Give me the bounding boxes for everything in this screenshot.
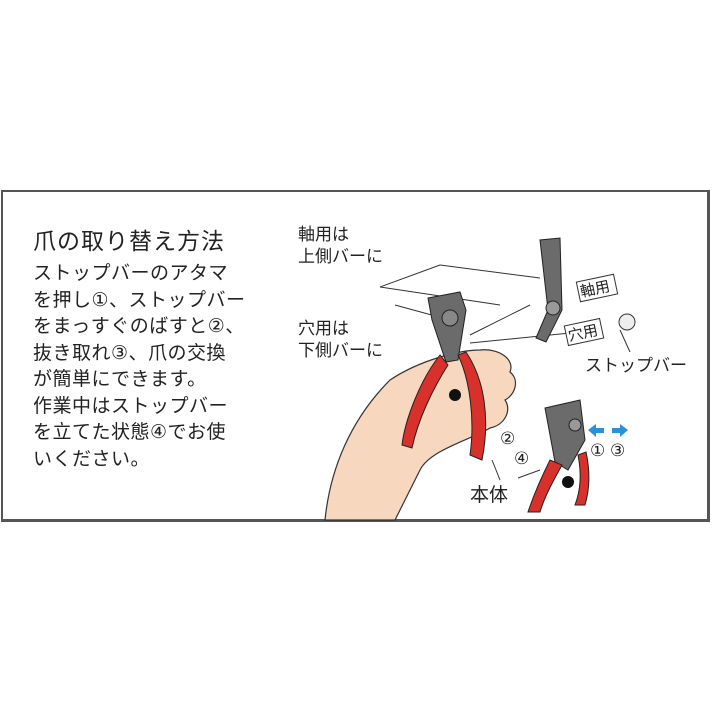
arrow-right-icon [612, 424, 628, 437]
hand-icon [324, 349, 517, 521]
step-1-label: ① [590, 441, 606, 461]
stop-bar-label: ストップバー [585, 356, 687, 376]
step-2-label: ② [500, 429, 516, 449]
arrow-left-icon [588, 424, 604, 437]
body-label: 本体 [470, 484, 509, 506]
instruction-text: ストップバーのアタマ を押し①、ストップバー をまっすぐのばすと②、 抜き取れ③… [33, 262, 246, 470]
hole-label: 穴用は下側バーに [298, 319, 383, 361]
small-pliers-icon [527, 399, 590, 513]
main-pliers-icon [401, 291, 487, 461]
jaw-icon [535, 237, 636, 353]
step-4-label: ④ [514, 449, 530, 469]
step-3-label: ③ [610, 441, 626, 461]
page-title: 爪の取り替え方法 [33, 229, 225, 255]
shaft-label: 軸用は上側バーに [298, 225, 383, 267]
